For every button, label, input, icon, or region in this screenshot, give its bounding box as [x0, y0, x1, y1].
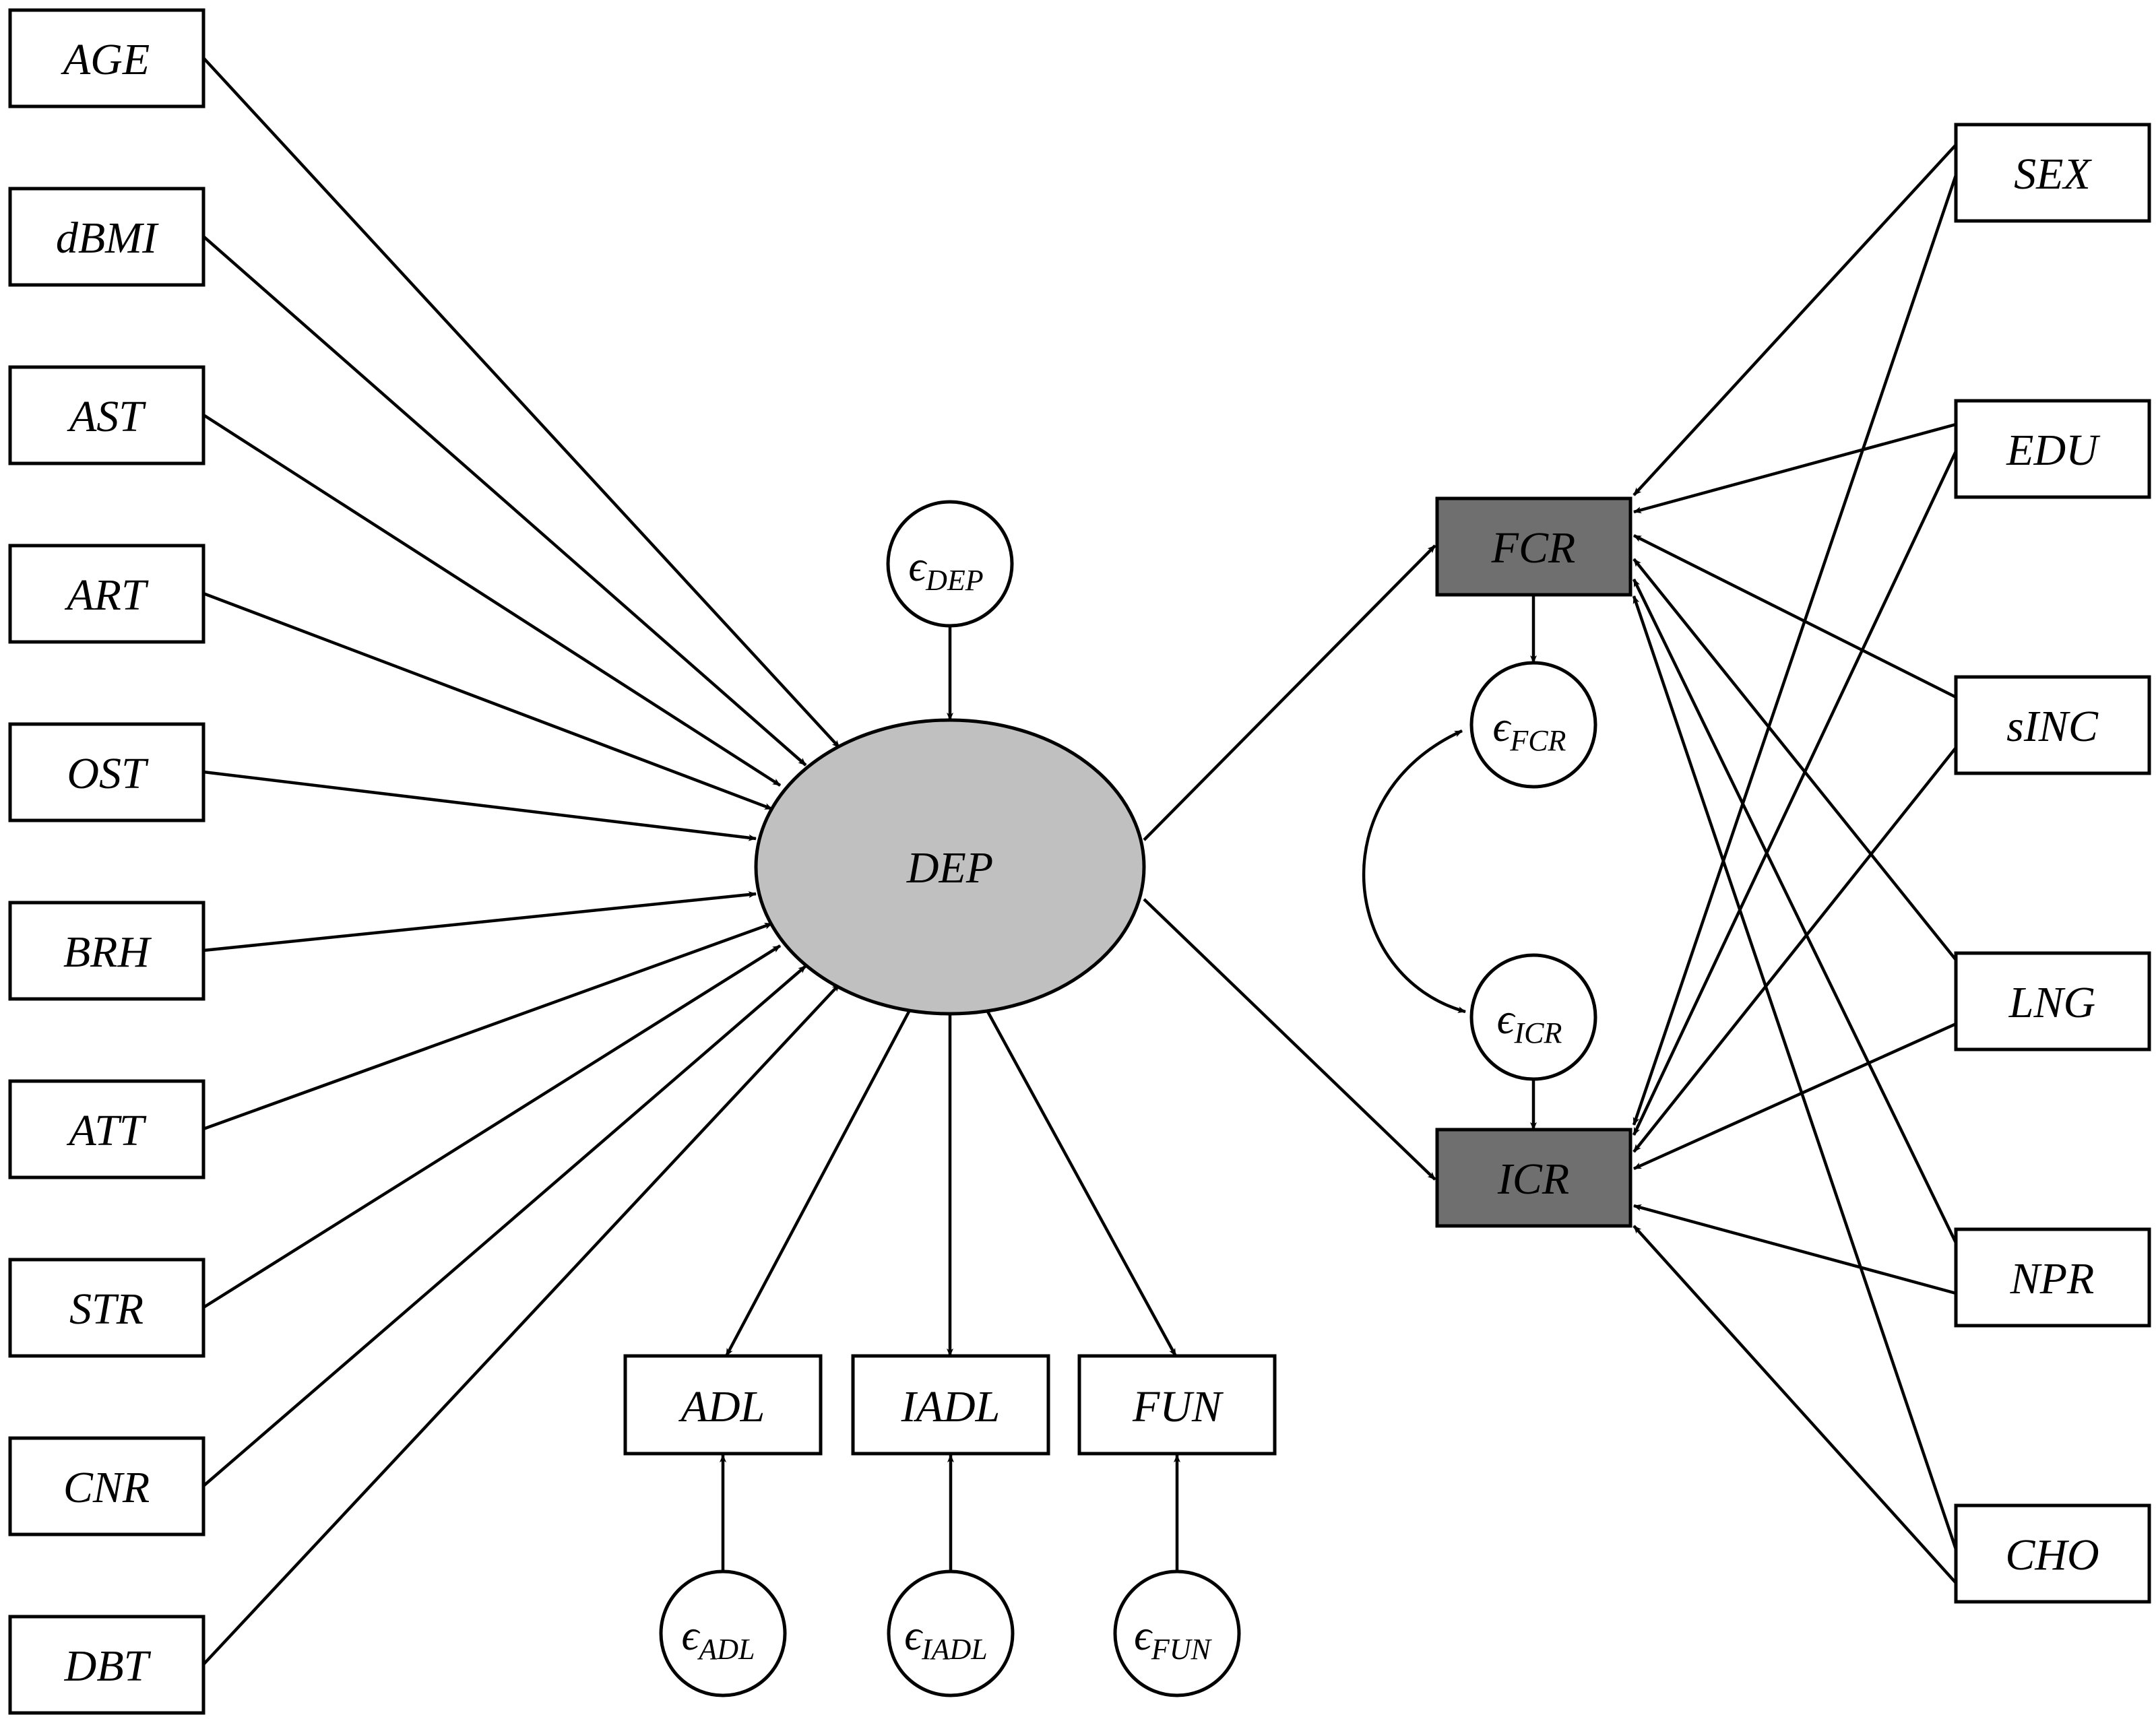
- predictor-label: dBMI: [56, 214, 159, 263]
- epsilon-symbol: ϵ: [1493, 703, 1512, 750]
- error-label: ϵADL: [682, 1611, 755, 1666]
- edge-cnr-to-dep: [202, 965, 807, 1487]
- error-dep: ϵDEP: [886, 500, 1014, 628]
- edge-sinc-to-fcr: [1632, 533, 1957, 699]
- edge-sex-to-icr: [1632, 174, 1958, 1126]
- error-subscript: DEP: [925, 564, 984, 597]
- right-predictor-sinc: sINC: [1954, 675, 2151, 775]
- epsilon-symbol: ϵ: [1497, 995, 1516, 1043]
- edge-dbmi-to-dep: [202, 235, 807, 767]
- edge-error-covariance: [1362, 729, 1466, 1014]
- edge-dbt-to-dep: [202, 983, 841, 1666]
- edge-dep-to-fun: [986, 1009, 1177, 1357]
- edge-cho-to-icr: [1632, 1225, 1957, 1584]
- left-predictor-dbt: DBT: [8, 1615, 205, 1715]
- predictor-label: BRH: [63, 928, 152, 977]
- indicator-fun: FUN: [1077, 1354, 1277, 1456]
- edge-dep-to-adl: [725, 1009, 911, 1357]
- edge-str-to-dep: [202, 944, 782, 1309]
- error-label: ϵICR: [1497, 995, 1562, 1049]
- predictor-label: sINC: [2006, 702, 2099, 751]
- error-fun: ϵFUN: [1113, 1569, 1241, 1697]
- edge-edu-to-icr: [1632, 451, 1958, 1136]
- edge-att-to-dep: [203, 921, 773, 1131]
- edge-npr-to-icr: [1633, 1204, 1957, 1295]
- predictor-label: OST: [67, 749, 149, 798]
- predictor-label: AGE: [61, 35, 150, 84]
- epsilon-symbol: ϵ: [682, 1611, 701, 1659]
- error-subscript: FUN: [1151, 1633, 1213, 1666]
- predictor-label: CNR: [63, 1463, 150, 1512]
- outcome-label: ICR: [1497, 1155, 1569, 1204]
- left-predictor-art: ART: [8, 544, 205, 644]
- right-predictor-lng: LNG: [1954, 951, 2151, 1051]
- indicator-iadl: IADL: [851, 1354, 1050, 1456]
- indicator-label: ADL: [678, 1382, 765, 1431]
- indicator-label: FUN: [1132, 1382, 1224, 1431]
- error-adl: ϵADL: [659, 1569, 787, 1697]
- error-subscript: FCR: [1509, 724, 1566, 757]
- edge-art-to-dep: [203, 591, 773, 811]
- latent-dep: DEP: [754, 718, 1146, 1016]
- indicator-adl: ADL: [623, 1354, 823, 1456]
- error-subscript: ICR: [1513, 1016, 1562, 1049]
- predictor-label: SEX: [2014, 150, 2092, 199]
- left-predictor-ast: AST: [8, 365, 205, 465]
- epsilon-symbol: ϵ: [1134, 1611, 1153, 1659]
- edge-edu-to-fcr: [1633, 422, 1957, 514]
- edge-ost-to-dep: [203, 770, 757, 841]
- edge-brh-to-dep: [203, 891, 757, 952]
- edge-dep-to-icr: [1143, 898, 1436, 1181]
- predictor-label: CHO: [2005, 1530, 2099, 1580]
- error-label: ϵDEP: [908, 542, 983, 597]
- error-subscript: IADL: [921, 1633, 988, 1666]
- edge-cho-to-fcr: [1632, 595, 1958, 1550]
- predictor-label: ART: [64, 571, 149, 620]
- left-predictor-dbmi: dBMI: [8, 187, 205, 287]
- error-icr: ϵICR: [1469, 953, 1597, 1081]
- predictor-label: ATT: [66, 1106, 147, 1155]
- predictor-label: NPR: [2010, 1254, 2095, 1303]
- epsilon-symbol: ϵ: [904, 1611, 923, 1659]
- epsilon-symbol: ϵ: [908, 542, 927, 590]
- error-iadl: ϵIADL: [887, 1569, 1015, 1697]
- predictor-label: DBT: [64, 1642, 152, 1691]
- error-label: ϵFUN: [1134, 1611, 1212, 1666]
- latent-label: DEP: [906, 843, 993, 893]
- error-subscript: ADL: [697, 1633, 755, 1666]
- left-predictor-str: STR: [8, 1258, 205, 1358]
- left-predictor-att: ATT: [8, 1079, 205, 1179]
- edge-dep-to-fcr: [1143, 544, 1436, 841]
- right-predictor-sex: SEX: [1954, 123, 2151, 223]
- edge-age-to-dep: [202, 57, 841, 749]
- edge-sex-to-fcr: [1632, 143, 1957, 496]
- left-predictor-brh: BRH: [8, 901, 205, 1001]
- right-predictor-cho: CHO: [1954, 1503, 2151, 1604]
- edge-lng-to-icr: [1633, 1022, 1957, 1171]
- outcome-label: FCR: [1491, 523, 1576, 573]
- predictor-label: EDU: [2006, 426, 2101, 475]
- left-predictor-age: AGE: [8, 8, 205, 108]
- error-fcr: ϵFCR: [1469, 661, 1597, 789]
- right-predictor-edu: EDU: [1954, 399, 2151, 499]
- predictor-label: LNG: [2008, 978, 2095, 1027]
- predictor-label: AST: [67, 392, 146, 441]
- edge-sinc-to-icr: [1632, 746, 1957, 1153]
- outcome-icr: ICR: [1435, 1128, 1632, 1228]
- error-label: ϵFCR: [1493, 703, 1566, 757]
- error-label: ϵIADL: [904, 1611, 988, 1666]
- edge-ast-to-dep: [202, 414, 782, 787]
- edge-npr-to-fcr: [1632, 579, 1958, 1243]
- edge-lng-to-fcr: [1632, 558, 1957, 961]
- indicator-label: IADL: [901, 1382, 1001, 1431]
- right-predictor-npr: NPR: [1954, 1227, 2151, 1328]
- edges-layer: [202, 57, 1958, 1666]
- outcome-fcr: FCR: [1435, 496, 1632, 597]
- left-predictor-cnr: CNR: [8, 1436, 205, 1536]
- predictor-label: STR: [69, 1285, 144, 1334]
- left-predictor-ost: OST: [8, 722, 205, 822]
- nodes-layer: AGE dBMI AST ART OST BRH ATT STR: [8, 8, 2151, 1715]
